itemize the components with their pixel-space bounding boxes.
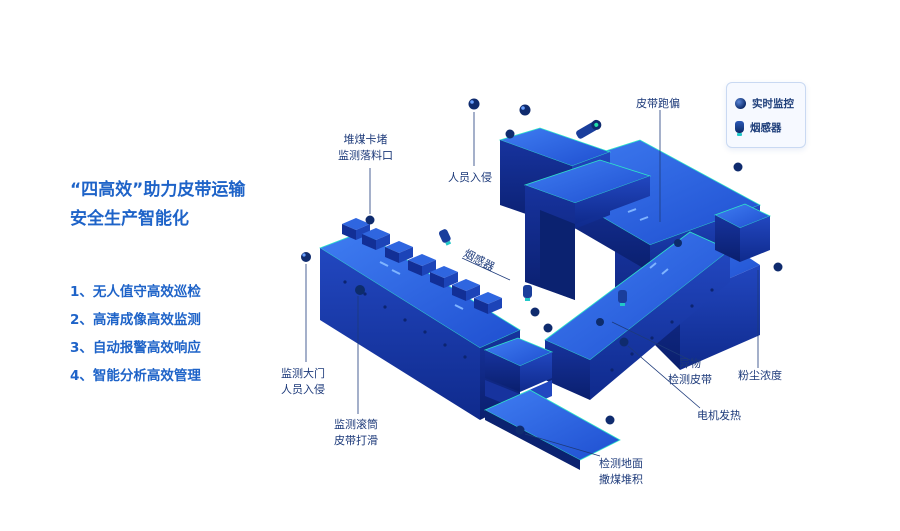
camera-markers: [301, 98, 783, 435]
callout-lines: [305, 110, 759, 457]
callout-text: 电机发热: [697, 409, 741, 422]
callout-text: 粉尘浓度: [738, 369, 782, 382]
callout-dust: 粉尘浓度: [738, 368, 782, 384]
callout-text: 堆煤卡堵: [343, 133, 388, 146]
callout-coal-block: 堆煤卡堵 监测落料口: [338, 132, 393, 164]
callout-gate: 监测大门 人员入侵: [281, 366, 325, 398]
title-line-2: 安全生产智能化: [70, 209, 189, 229]
feature-item: 2、高清成像高效监测: [70, 312, 201, 328]
camera-icon: [735, 97, 746, 109]
callout-text: 检测地面: [599, 457, 643, 470]
callout-text: 人员入侵: [448, 171, 492, 184]
smoke-sensor-icon: [735, 121, 744, 136]
callout-motor: 电机发热: [697, 408, 741, 424]
callout-text: 人员入侵: [281, 383, 325, 396]
feature-list: 1、无人值守高效巡检 2、高清成像高效监测 3、自动报警高效响应 4、智能分析高…: [70, 278, 201, 390]
legend-camera: 实时监控: [735, 93, 794, 113]
feature-item: 1、无人值守高效巡检: [70, 284, 201, 300]
callout-foreign-object: 异物 检测皮带: [668, 356, 712, 388]
callout-text: 监测滚筒: [334, 418, 378, 431]
feature-item: 4、智能分析高效管理: [70, 368, 201, 384]
smoke-sensor-markers: [438, 119, 627, 306]
callout-roller: 监测滚筒 皮带打滑: [334, 417, 378, 449]
callout-text: 监测大门: [281, 367, 325, 380]
callout-text: 监测落料口: [338, 149, 393, 162]
belt-bottom: [484, 389, 621, 470]
callout-text: 异物: [679, 357, 701, 370]
gantry: [523, 159, 652, 300]
legend: 实时监控 烟感器: [726, 82, 806, 148]
callout-text: 皮带跑偏: [636, 97, 680, 110]
title-line-1: “四高效”助力皮带运输: [70, 180, 246, 200]
feature-item: 3、自动报警高效响应: [70, 340, 201, 356]
legend-smoke: 烟感器: [735, 117, 782, 137]
callout-intrusion-top: 人员入侵: [448, 170, 492, 186]
callout-text: 撒煤堆积: [599, 473, 643, 486]
page-title: “四高效”助力皮带运输 安全生产智能化: [70, 176, 245, 234]
callout-belt-deviation: 皮带跑偏: [636, 96, 680, 112]
feeder-hoppers: [342, 218, 502, 314]
belt-lower-diagonal: [544, 231, 731, 400]
callout-text: 检测皮带: [668, 373, 712, 386]
junction-stack-right: [714, 203, 771, 262]
callout-text: 皮带打滑: [334, 434, 378, 447]
callout-ground: 检测地面 撒煤堆积: [599, 456, 643, 488]
legend-camera-label: 实时监控: [752, 97, 794, 110]
legend-smoke-label: 烟感器: [750, 121, 782, 134]
